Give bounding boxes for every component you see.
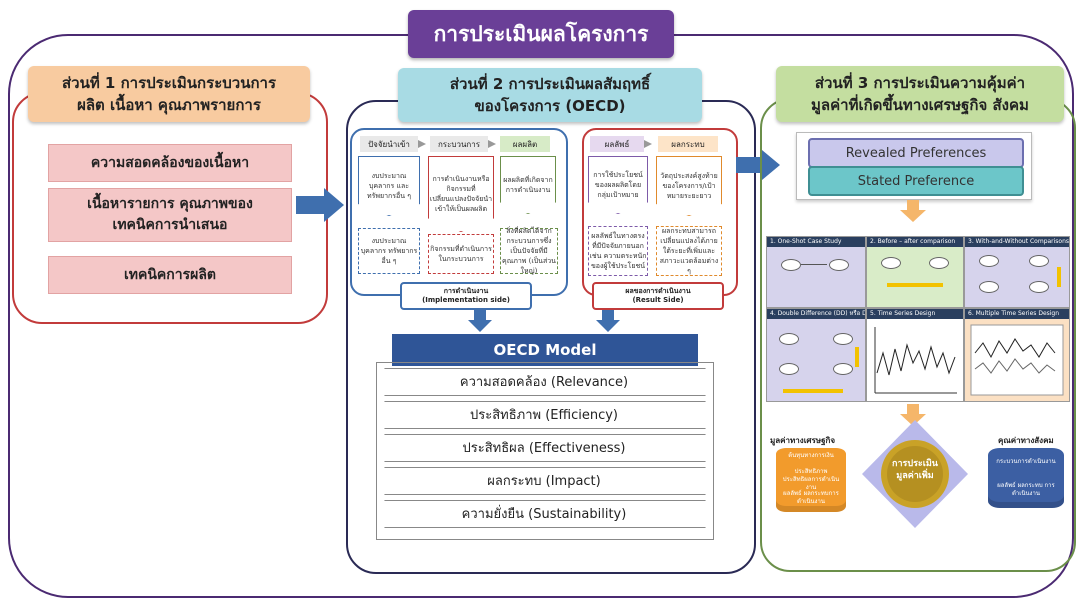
step-impact: ผลกระทบ [658, 136, 718, 152]
part1-item-production-technique: เทคนิคการผลิต [48, 256, 292, 294]
cell-input-top: งบประมาณ บุคลากร และ ทรัพยากรอื่น ๆ [358, 156, 420, 216]
part1-item-content-quality: เนื้อหารายการ คุณภาพของเทคนิคการนำเสนอ [48, 188, 292, 242]
multiple-time-series-line [970, 324, 1064, 396]
value-added-diamond [862, 420, 968, 528]
oecd-item-sustainability: ความยั่งยืน (Sustainability) [384, 500, 706, 528]
chevron-right-icon [488, 140, 496, 148]
oecd-model-title: OECD Model [392, 334, 698, 366]
oecd-item-relevance: ความสอดคล้อง (Relevance) [384, 368, 706, 396]
cell-process-top: การดำเนินงานหรือกิจกรรมที่เปลี่ยนแปลงปัจ… [428, 156, 494, 232]
arrow-down-icon [596, 310, 620, 332]
economic-value-label: มูลค่าทางเศรษฐกิจ [770, 436, 836, 445]
cell-output-bottom: สิ่งที่ผลิตได้จากกระบวนการซึ่งเป็นปัจจัย… [500, 227, 558, 275]
value-added-label: การประเมินมูลค่าเพิ่ม [892, 459, 938, 481]
design-one-shot: 1. One-Shot Case Study [766, 236, 866, 308]
cell-output-top: ผลผลิตที่เกิดจากการดำเนินงาน [500, 156, 556, 214]
cell-process-bottom: กิจกรรมที่ดำเนินการในกระบวนการ [428, 234, 494, 274]
step-output: ผลผลิต [500, 136, 550, 152]
step-outcome: ผลลัพธ์ [590, 136, 644, 152]
step-process: กระบวนการ [430, 136, 488, 152]
chevron-right-icon [644, 140, 652, 148]
page-title: การประเมินผลโครงการ [408, 10, 674, 58]
oecd-item-effectiveness: ประสิทธิผล (Effectiveness) [384, 434, 706, 462]
social-value-cylinder: กระบวนการดำเนินงาน ผลลัพธ์ ผลกระทบ การดำ… [988, 448, 1064, 508]
part3-header: ส่วนที่ 3 การประเมินความคุ้มค่ามูลค่าที่… [776, 66, 1064, 122]
design-before-after: 2. Before – after comparison [866, 236, 964, 308]
stated-preference: Stated Preference [808, 166, 1024, 196]
part1-item-content-consistency: ความสอดคล้องของเนื้อหา [48, 144, 292, 182]
cell-outcome-top: การใช้ประโยชน์ของผลผลิตโดยกลุ่มเป้าหมาย [588, 156, 648, 214]
arrow-down-icon [468, 310, 492, 332]
design-multiple-time-series: 6. Multiple Time Series Design [964, 308, 1070, 402]
chevron-right-icon [418, 140, 426, 148]
arrow-right-icon [296, 188, 344, 222]
oecd-item-efficiency: ประสิทธิภาพ (Efficiency) [384, 401, 706, 429]
economic-value-cylinder: ต้นทุนทางการเงิน ประสิทธิภาพ ประสิทธิผลก… [776, 448, 846, 512]
time-series-line [874, 327, 957, 394]
arrow-right-icon [736, 150, 780, 180]
cell-impact-top: วัตถุประสงค์สูงท้ายของโครงการ/เป้าหมายระ… [656, 156, 722, 216]
design-double-difference: 4. Double Difference (DD) หรือ Differenc… [766, 308, 866, 402]
cell-input-bottom: งบประมาณ บุคลากร ทรัพยากรอื่น ๆ [358, 228, 420, 274]
cell-impact-bottom: ผลกระทบสามารถเปลี่ยนแปลงได้ภายใต้ระยะที่… [656, 226, 722, 276]
design-with-without: 3. With-and-Without Comparisons [964, 236, 1070, 308]
caption-implementation: การดำเนินงาน(Implementation side) [400, 282, 532, 310]
social-value-label: คุณค่าทางสังคม [998, 436, 1054, 445]
oecd-model-box [376, 362, 714, 540]
oecd-item-impact: ผลกระทบ (Impact) [384, 467, 706, 495]
part1-header: ส่วนที่ 1 การประเมินกระบวนการผลิต เนื้อห… [28, 66, 310, 122]
arrow-down-icon [900, 404, 926, 426]
step-input: ปัจจัยนำเข้า [360, 136, 418, 152]
cell-outcome-bottom: ผลลัพธ์ในทางตรงที่มีปัจจัยภายนอก เช่น คว… [588, 226, 648, 276]
revealed-preferences: Revealed Preferences [808, 138, 1024, 168]
part2-header: ส่วนที่ 2 การประเมินผลสัมฤทธิ์ของโครงการ… [398, 68, 702, 122]
design-time-series: 5. Time Series Design [866, 308, 964, 402]
caption-result: ผลของการดำเนินงาน(Result Side) [592, 282, 724, 310]
arrow-down-icon [900, 200, 926, 222]
